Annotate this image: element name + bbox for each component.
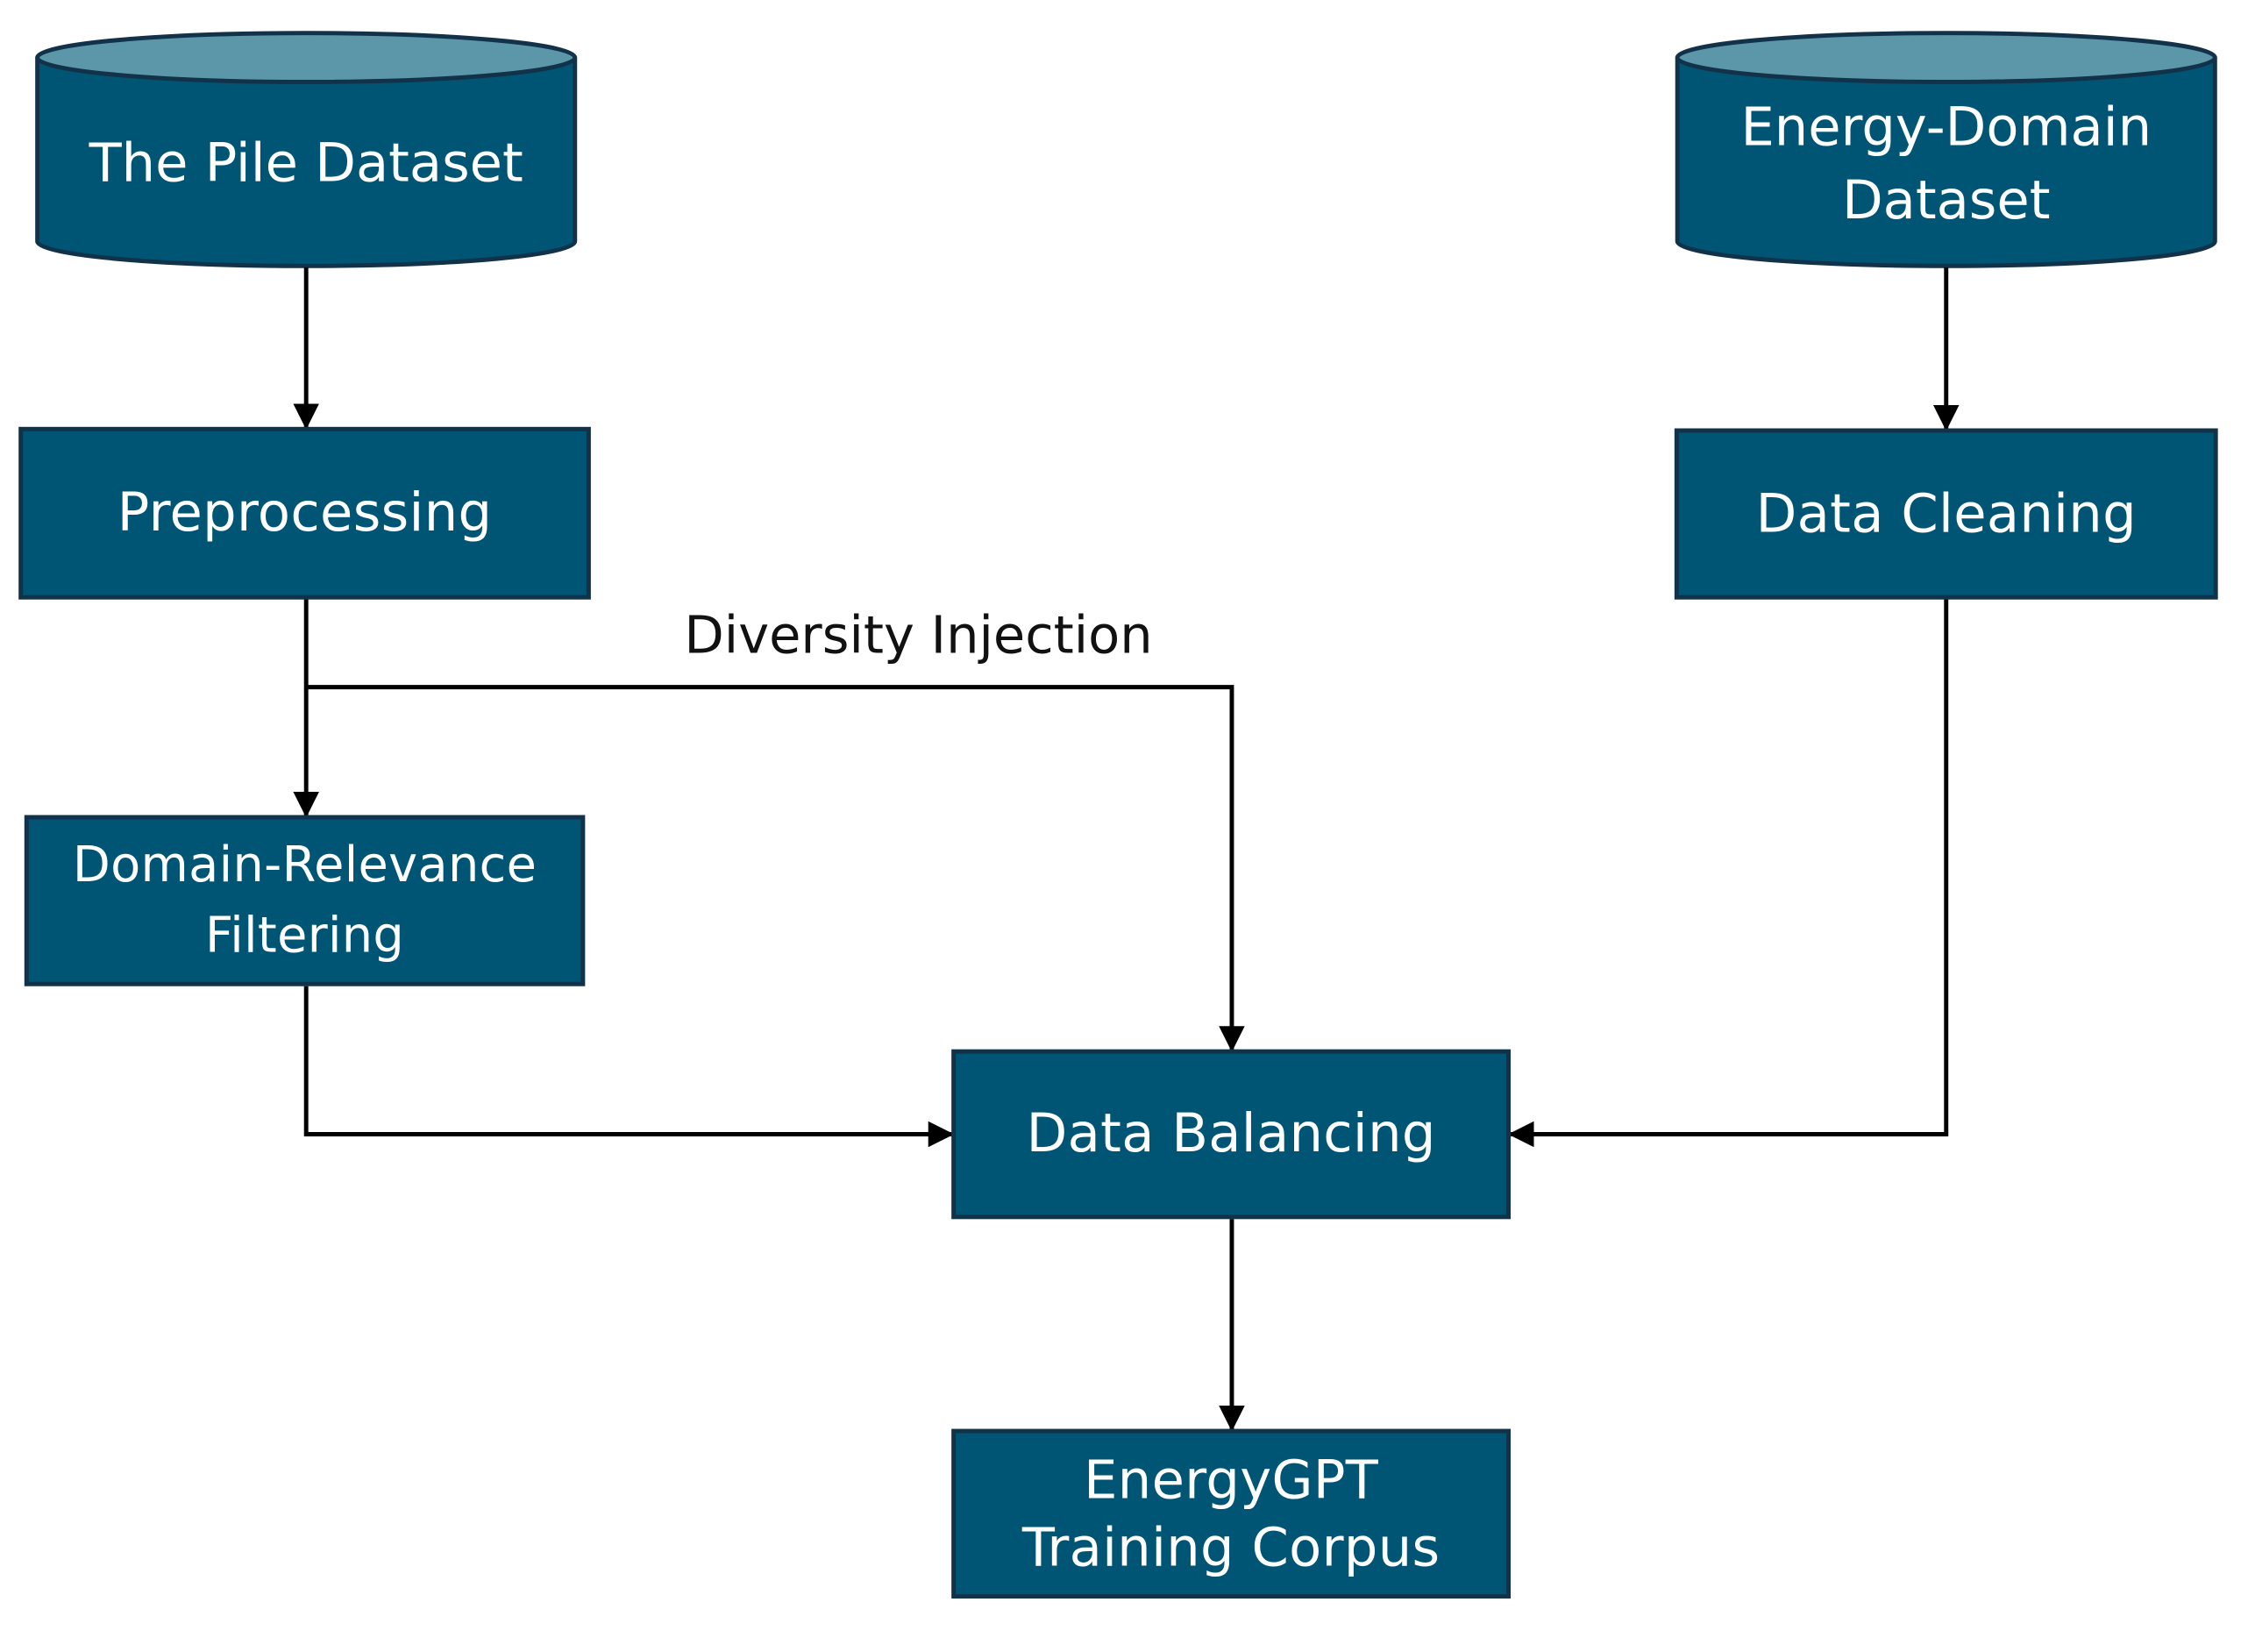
- data-cleaning-label: Data Cleaning: [1755, 482, 2137, 545]
- data-balancing-label: Data Balancing: [1026, 1102, 1436, 1165]
- training-corpus-node: EnergyGPT Training Corpus: [951, 1428, 1512, 1599]
- cylinder-energy-domain-dataset: [1675, 31, 2217, 268]
- cylinder-pile-dataset: [35, 31, 578, 268]
- edge-diversity-injection: [306, 685, 1245, 1052]
- energy-dataset-label-area: Energy-Domain Dataset: [1706, 83, 2187, 245]
- domain-relevance-filtering-node: Domain-Relevance Filtering: [24, 815, 586, 986]
- diversity-injection-label: Diversity Injection: [684, 606, 1153, 666]
- domain-relevance-filtering-label: Domain-Relevance Filtering: [72, 837, 537, 965]
- pile-dataset-label-area: The Pile Dataset: [38, 83, 575, 245]
- energy-dataset-label: Energy-Domain Dataset: [1740, 96, 2152, 231]
- pile-dataset-label: The Pile Dataset: [89, 132, 523, 196]
- data-balancing-node: Data Balancing: [951, 1049, 1512, 1220]
- preprocessing-label: Preprocessing: [117, 481, 493, 545]
- preprocessing-node: Preprocessing: [18, 426, 591, 600]
- data-cleaning-node: Data Cleaning: [1674, 428, 2218, 600]
- edge-cleaning-to-balancing: [1508, 597, 1949, 1148]
- training-corpus-label: EnergyGPT Training Corpus: [1021, 1448, 1441, 1579]
- edge-filtering-to-balancing: [303, 986, 955, 1148]
